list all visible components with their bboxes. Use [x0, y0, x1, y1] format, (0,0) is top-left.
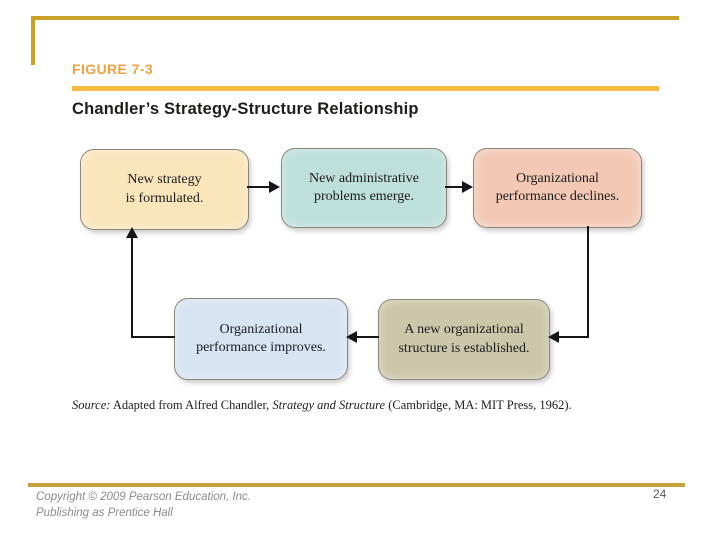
arrowhead-right-icon: [269, 181, 280, 193]
source-text: Adapted from Alfred Chandler,: [110, 398, 273, 412]
source-text-suffix: (Cambridge, MA: MIT Press, 1962).: [385, 398, 572, 412]
figure-label: FIGURE 7-3: [72, 61, 154, 77]
page-title: Chandler’s Strategy-Structure Relationsh…: [72, 100, 419, 118]
arrow-line-improves-up: [131, 237, 133, 338]
yellow-accent-bar: [72, 86, 659, 91]
arrow-line-strategy-to-problems: [247, 186, 271, 188]
source-citation: Source: Adapted from Alfred Chandler, St…: [72, 398, 572, 413]
flow-box-performance-improves: Organizational performance improves.: [174, 298, 348, 380]
copyright-notice: Copyright © 2009 Pearson Education, Inc.…: [36, 491, 251, 520]
flow-box-new-strategy: New strategy is formulated.: [80, 149, 249, 230]
arrowhead-left-icon: [548, 331, 559, 343]
arrowhead-up-icon: [126, 227, 138, 238]
page-number: 24: [653, 487, 667, 501]
arrow-line-declines-to-structure: [558, 336, 589, 338]
arrowhead-left-icon: [346, 331, 357, 343]
flow-box-administrative-problems: New administrative problems emerge.: [281, 148, 447, 228]
left-gold-rule: [31, 16, 35, 65]
top-gold-rule: [31, 16, 679, 20]
source-label: Source:: [72, 398, 111, 412]
arrow-line-improves-left: [131, 336, 175, 338]
arrowhead-right-icon: [462, 181, 473, 193]
arrow-line-declines-down: [587, 226, 589, 338]
arrow-line-structure-to-improves: [356, 336, 379, 338]
source-book-title: Strategy and Structure: [272, 398, 386, 412]
footer-gold-rule: [28, 483, 685, 487]
flow-box-new-structure: A new organizational structure is establ…: [378, 299, 550, 380]
arrow-line-problems-to-declines: [445, 186, 464, 188]
flow-box-performance-declines: Organizational performance declines.: [473, 148, 642, 228]
